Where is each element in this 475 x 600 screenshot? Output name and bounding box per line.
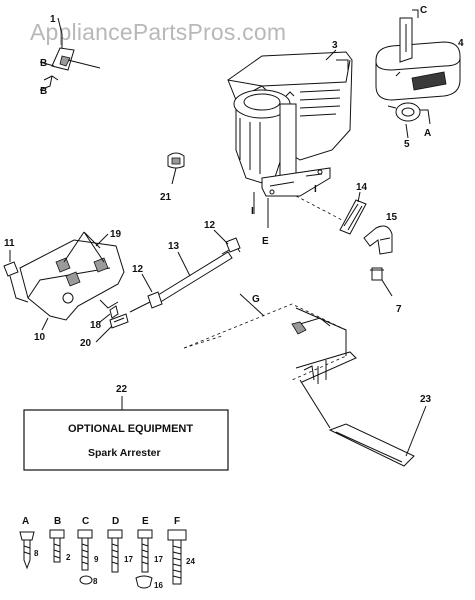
- callout-13: 13: [168, 241, 180, 252]
- callout-14: 14: [356, 182, 368, 193]
- callout-18: 18: [90, 320, 102, 331]
- spark-arrester-label: Spark Arrester: [88, 447, 161, 459]
- letter-c: C: [420, 5, 427, 16]
- callout-7: 7: [396, 304, 402, 315]
- hardware-letter-a: A: [22, 516, 29, 527]
- letter-i-left: I: [251, 206, 254, 217]
- callout-3: 3: [332, 40, 338, 51]
- hardware-legend: A 8 B 2 C 9 8 D 17 E 17 16 F 24: [19, 516, 195, 590]
- optional-equipment-title: OPTIONAL EQUIPMENT: [68, 423, 193, 435]
- callout-15: 15: [386, 212, 398, 223]
- hardware-qty-c: 9: [94, 555, 99, 564]
- exhaust-nipple: [295, 195, 367, 235]
- hardware-qty-b: 2: [66, 553, 71, 562]
- hardware-letter-e: E: [142, 516, 149, 527]
- hardware-qty-e: 17: [154, 555, 163, 564]
- letter-e: E: [262, 236, 269, 247]
- hardware-letter-f: F: [174, 516, 180, 527]
- callout-20: 20: [80, 338, 92, 349]
- letter-b-top: B: [40, 58, 47, 69]
- letter-b-bottom: B: [40, 86, 47, 97]
- exhaust-elbow: [363, 225, 393, 255]
- callout-12-left: 12: [132, 264, 144, 275]
- callout-19: 19: [110, 229, 122, 240]
- callout-4: 4: [458, 38, 464, 49]
- callout-21: 21: [160, 192, 172, 203]
- muffler-gasket: [387, 102, 431, 125]
- hardware-letter-c: C: [82, 516, 89, 527]
- letter-g: G: [252, 294, 260, 305]
- letter-i-right: I: [314, 184, 317, 195]
- muffler: [375, 17, 461, 101]
- watermark-text: AppliancePartsPros.com: [30, 19, 286, 45]
- callout-11: 11: [4, 238, 15, 249]
- heat-shield: [299, 379, 415, 467]
- hardware-qty-a: 8: [34, 549, 39, 558]
- throttle-cable-bracket: [39, 17, 101, 91]
- washer-qty-1: 8: [93, 577, 98, 586]
- washer-qty-2: 16: [154, 581, 163, 590]
- control-bracket: [19, 231, 125, 321]
- hardware-letter-b: B: [54, 516, 61, 527]
- hardware-letter-d: D: [112, 516, 119, 527]
- washer-20: [109, 313, 129, 329]
- clip-part: [167, 152, 185, 169]
- callout-22: 22: [116, 384, 128, 395]
- callout-10: 10: [34, 332, 46, 343]
- washer-e: [135, 575, 153, 589]
- exhaust-cap: [370, 267, 384, 281]
- hardware-qty-d: 17: [124, 555, 133, 564]
- hardware-qty-f: 24: [186, 557, 195, 566]
- callout-12-right: 12: [204, 220, 216, 231]
- letter-a: A: [424, 128, 431, 139]
- tractor-frame: [183, 293, 357, 384]
- callout-23: 23: [420, 394, 432, 405]
- optional-equipment-box: [23, 409, 229, 471]
- bolt-18: [109, 305, 119, 319]
- callout-1: 1: [50, 14, 56, 25]
- engine: [227, 51, 353, 197]
- nut-11: [3, 261, 29, 303]
- control-rod: [129, 237, 241, 313]
- washer-c: [79, 575, 93, 585]
- callout-5: 5: [404, 139, 410, 150]
